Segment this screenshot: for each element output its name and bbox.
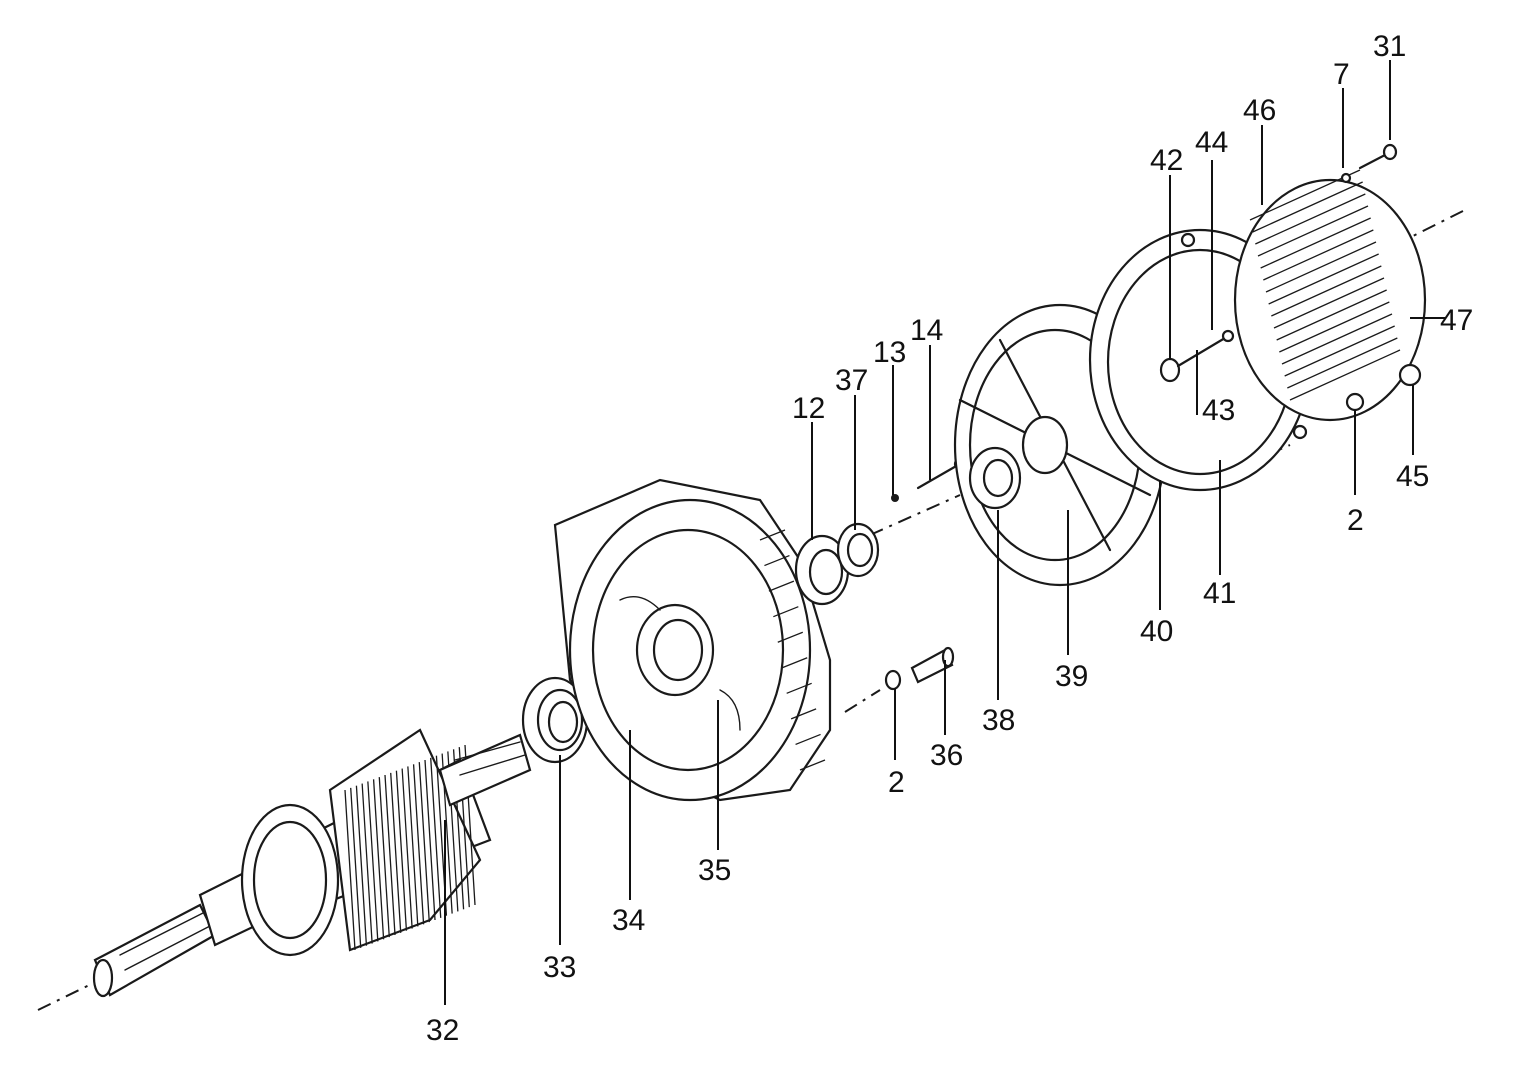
end-shield-35 <box>553 478 832 802</box>
washer-7 <box>1340 172 1352 184</box>
callout-12: 12 <box>792 392 825 425</box>
bolt-43 <box>1159 329 1235 383</box>
callout-42: 42 <box>1150 144 1183 177</box>
callout-35: 35 <box>698 854 731 887</box>
callout-14: 14 <box>910 314 943 347</box>
callout-36: 36 <box>930 739 963 772</box>
screw-31 <box>1358 143 1398 170</box>
callout-44: 44 <box>1195 126 1228 159</box>
armature-rotor <box>92 728 532 998</box>
callout-45: 45 <box>1396 460 1429 493</box>
callout-33: 33 <box>543 951 576 984</box>
callout-47: 47 <box>1440 304 1473 337</box>
callout-32: 32 <box>426 1014 459 1047</box>
callout-13: 13 <box>873 336 906 369</box>
callouts: 31 7 46 42 44 47 14 13 37 12 43 45 2 41 … <box>426 30 1473 1047</box>
callout-31: 31 <box>1373 30 1406 63</box>
callout-34: 34 <box>612 904 645 937</box>
callout-37: 37 <box>835 364 868 397</box>
end-cap-47 <box>1233 169 1427 422</box>
bearing-33 <box>521 676 589 764</box>
callout-40: 40 <box>1140 615 1173 648</box>
ring-37 <box>836 522 880 578</box>
callout-2-upper: 2 <box>1347 504 1364 537</box>
pin-13 <box>891 494 899 502</box>
ring-12 <box>794 534 850 606</box>
callout-7: 7 <box>1333 58 1350 91</box>
callout-2-lower: 2 <box>888 766 905 799</box>
callout-39: 39 <box>1055 660 1088 693</box>
screw-36 <box>910 646 955 684</box>
callout-41: 41 <box>1203 577 1236 610</box>
callout-38: 38 <box>982 704 1015 737</box>
nut-2-lower <box>884 669 902 691</box>
callout-46: 46 <box>1243 94 1276 127</box>
callout-43: 43 <box>1202 394 1235 427</box>
